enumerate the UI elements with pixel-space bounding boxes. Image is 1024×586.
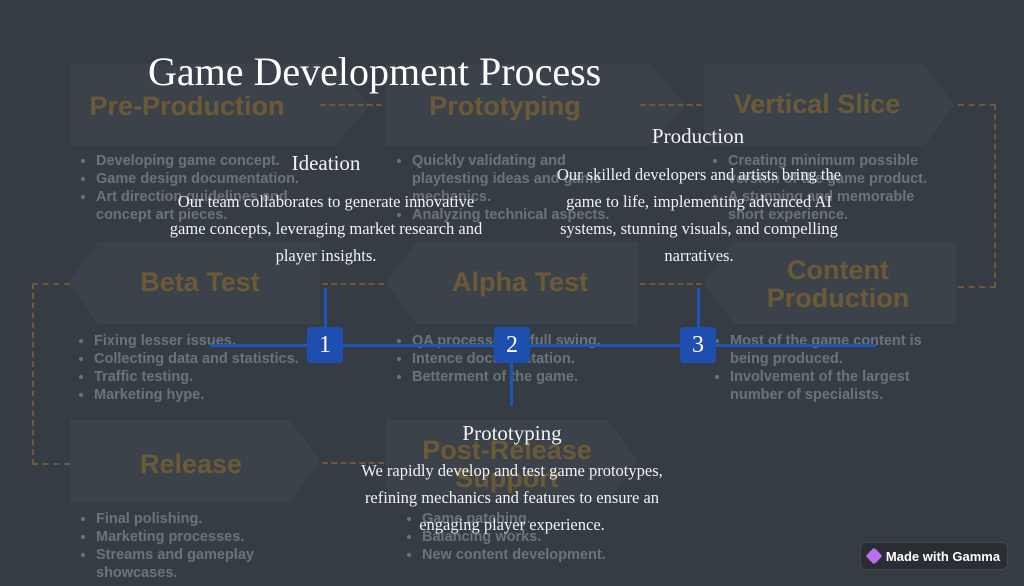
bg-title-beta-test: Beta Test	[140, 267, 260, 297]
bg-list-pre-production: Developing game concept. Game design doc…	[80, 152, 316, 224]
timeline-connector-2	[510, 362, 513, 406]
bg-list-item: Intence documentation.	[412, 350, 632, 368]
bg-connector	[958, 104, 996, 288]
bg-shape-post-release	[386, 420, 638, 502]
timeline-connector-1	[324, 288, 327, 328]
bg-list-item: Collecting data and statistics.	[94, 350, 314, 368]
bg-list-item: Art direction guidelines and concept art…	[96, 188, 316, 224]
bg-list-item: Betterment of the game.	[412, 368, 632, 386]
step-2-badge: 2	[494, 327, 530, 363]
bg-connector	[640, 283, 702, 285]
bg-title-alpha-test: Alpha Test	[451, 267, 588, 297]
bg-list-item: Most of the game content is being produc…	[730, 332, 946, 368]
made-with-gamma-button[interactable]: Made with Gamma	[860, 542, 1008, 570]
bg-list-item: Marketing processes.	[96, 528, 316, 546]
bg-list-item: Quickly validating and playtesting ideas…	[412, 152, 622, 206]
bg-shape-release	[70, 420, 320, 502]
bg-list-item: Streams and gameplay showcases.	[96, 546, 316, 582]
bg-shape-content-production	[704, 242, 956, 324]
timeline-connector-3	[697, 288, 700, 328]
bg-list-prototyping: Quickly validating and playtesting ideas…	[396, 152, 622, 224]
step-1-title: Ideation	[291, 151, 361, 175]
bg-title-prototyping: Prototyping	[429, 91, 581, 121]
bg-list-item: Involvement of the largest number of spe…	[730, 368, 946, 404]
step-3-badge: 3	[680, 327, 716, 363]
bg-title-content-production: Content Production	[766, 255, 910, 313]
bg-list-post-release: Game patching. Balancing works. New cont…	[406, 510, 642, 564]
bg-list-item: Analyzing technical aspects.	[412, 206, 622, 224]
timeline-line	[210, 344, 876, 347]
bg-connector	[320, 104, 382, 106]
bg-shape-beta-test	[68, 242, 320, 324]
bg-list-item: New content development.	[422, 546, 642, 564]
step-3-title: Production	[651, 124, 745, 148]
bg-list-item: Game patching.	[422, 510, 642, 528]
step-3-description: Our skilled developers and artists bring…	[556, 165, 842, 265]
bg-list-item: Developing game concept.	[96, 152, 316, 170]
bg-connector	[640, 104, 702, 106]
bg-title-vertical-slice: Vertical Slice	[733, 89, 901, 119]
bg-list-item: Fixing lesser issues.	[94, 332, 314, 350]
made-with-gamma-label: Made with Gamma	[885, 548, 1001, 564]
bg-connector	[322, 462, 384, 464]
bg-title-pre-production: Pre-Production	[89, 91, 285, 121]
bg-list-beta-test: Fixing lesser issues. Collecting data an…	[78, 332, 314, 404]
step-1-badge: 1	[307, 327, 343, 363]
bg-shape-pre-production	[70, 64, 370, 146]
bg-shape-prototyping	[386, 64, 686, 146]
bg-list-item: Final polishing.	[96, 510, 316, 528]
bg-list-content-production: Most of the game content is being produc…	[714, 332, 946, 404]
bg-list-item: Traffic testing.	[94, 368, 314, 386]
bg-title-release: Release	[139, 449, 243, 479]
bg-list-item: Game design documentation.	[96, 170, 316, 188]
bg-list-item: A stunning and memorable short experienc…	[728, 188, 938, 224]
step-1-description: Our team collaborates to generate innova…	[169, 192, 483, 265]
bg-list-vertical-slice: Creating minimum possible version of the…	[712, 152, 938, 224]
bg-connector	[32, 283, 70, 465]
step-2-description: We rapidly develop and test game prototy…	[361, 461, 663, 534]
bg-shape-alpha-test	[386, 242, 638, 324]
bg-connector	[322, 283, 384, 285]
bg-list-release: Final polishing. Marketing processes. St…	[80, 510, 316, 582]
step-2-title: Prototyping	[462, 421, 562, 445]
bg-list-item: Balancing works.	[422, 528, 642, 546]
gamma-logo-icon	[865, 547, 883, 565]
page-title: Game Development Process	[148, 49, 602, 94]
bg-list-item: Marketing hype.	[94, 386, 314, 404]
bg-list-item: Creating minimum possible version of the…	[728, 152, 938, 188]
bg-title-post-release: Post-Release Support	[422, 435, 592, 493]
bg-shape-vertical-slice	[704, 64, 954, 146]
